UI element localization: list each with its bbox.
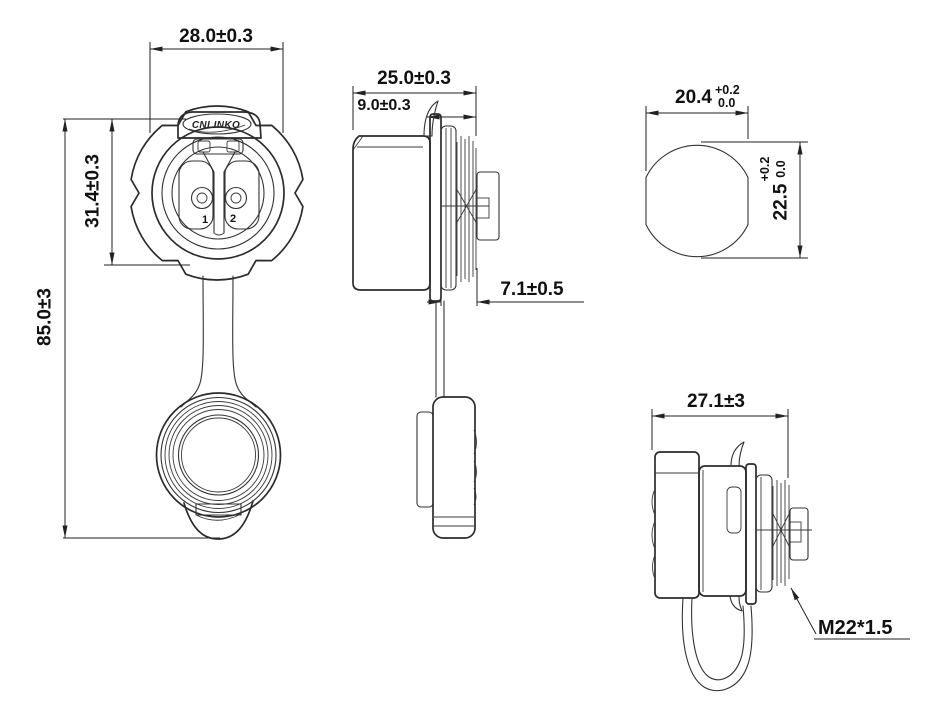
mounting-threads — [772, 480, 790, 586]
dust-cap-outline — [155, 392, 282, 518]
pin-2-contact — [224, 186, 248, 210]
panel-flange — [745, 463, 757, 605]
dust-cap-hole — [181, 417, 256, 493]
gasket-nut — [440, 125, 457, 291]
thread-section-marks — [771, 511, 791, 549]
dust-cap-clip — [195, 503, 242, 516]
center-rib — [202, 151, 215, 234]
body-ring — [151, 126, 285, 260]
latch-detail — [226, 140, 240, 153]
cap-latch — [192, 138, 244, 155]
gasket-nut — [755, 474, 773, 593]
flange-lobe-marks — [651, 488, 656, 580]
keyway-left — [178, 160, 214, 230]
latch-detail — [197, 140, 211, 153]
leader-line — [790, 587, 817, 635]
cap-chamfer — [352, 135, 364, 151]
dim-cutout-height: 22.5 — [771, 183, 792, 220]
thread-callout: M22*1.5 — [818, 617, 893, 639]
thread-section-marks — [455, 187, 478, 225]
dust-cap-ring — [172, 409, 265, 501]
mid-shell-side — [698, 465, 747, 597]
dust-cap-hole — [177, 414, 260, 496]
cutout-height-tol-lower: 0.0 — [774, 160, 788, 177]
dust-cap-chin — [183, 500, 254, 540]
cap-body-side — [352, 135, 431, 291]
pin-1-hole — [196, 192, 208, 204]
cutout-width-tol-lower: 0.0 — [718, 96, 735, 110]
pin-2-label: 2 — [230, 213, 236, 225]
front-flange-outline — [130, 105, 304, 281]
dust-cap-clip-line — [195, 513, 242, 521]
bayonet-lug-top — [730, 441, 745, 467]
dim-flange-height: 31.4±0.3 — [83, 154, 104, 228]
brand-logo-oval — [182, 113, 252, 135]
dust-cap-ring — [168, 405, 269, 505]
dust-cap-ring — [164, 401, 273, 509]
cap-strap — [232, 275, 257, 408]
side-view-capped: 25.0±0.3 9.0±0.3 7.1±0.5 — [352, 68, 584, 539]
pin-1-contact — [190, 186, 214, 210]
cap-lip-lines — [434, 516, 474, 527]
brand-logo-text: CNLINKO — [192, 120, 240, 131]
socket-bore — [171, 146, 265, 240]
dim-cutout-width: 20.4 — [675, 87, 712, 108]
panel-cutout-view: 20.4 +0.2 0.0 22.5 +0.2 0.0 — [645, 83, 808, 259]
shell-detail — [726, 486, 742, 534]
coupling-ring — [161, 136, 275, 250]
rear-side-view: 27.1±3 M22*1.5 — [651, 391, 910, 692]
mounting-threads — [456, 136, 477, 282]
pin-1-label: 1 — [202, 214, 208, 226]
strap-loop-outer — [681, 597, 753, 692]
cap-pull-lip — [423, 100, 439, 137]
center-rib — [223, 151, 236, 234]
dim-front-depth: 9.0±0.3 — [357, 97, 410, 114]
dim-rear-protrusion: 7.1±0.5 — [500, 279, 564, 300]
strap-loop-inner — [691, 597, 745, 681]
dust-cap-ring — [160, 396, 277, 514]
logo-tab — [177, 111, 262, 139]
center-rib — [213, 232, 225, 236]
dust-cap-side-front — [416, 411, 434, 508]
panel-flange — [429, 113, 442, 302]
rear-latch-block — [789, 507, 809, 561]
nut-lines — [445, 128, 452, 288]
cap-strap — [180, 275, 204, 408]
latch-notch — [789, 521, 802, 543]
pin-2-hole — [230, 192, 242, 204]
keyway-right — [224, 160, 260, 230]
cutout-height-tol-upper: +0.2 — [758, 157, 772, 182]
front-housing-side — [654, 451, 700, 599]
dim-body-diameter: 28.0±0.3 — [179, 26, 253, 47]
cutout-shape — [645, 144, 749, 258]
dim-overall-depth: 25.0±0.3 — [377, 68, 451, 89]
cap-rib-marks — [473, 429, 477, 506]
logo-swoosh — [188, 124, 246, 133]
latch-notch — [476, 197, 490, 219]
dim-rear-overall-depth: 27.1±3 — [687, 391, 745, 412]
cutout-width-tol-upper: +0.2 — [715, 83, 740, 97]
dim-overall-height: 85.0±3 — [35, 288, 56, 346]
front-view: 28.0±0.3 31.4±0.3 85.0±3 CNLINKO — [35, 26, 304, 540]
cap-strap — [435, 300, 445, 398]
bayonet-lug-bottom — [729, 595, 743, 612]
